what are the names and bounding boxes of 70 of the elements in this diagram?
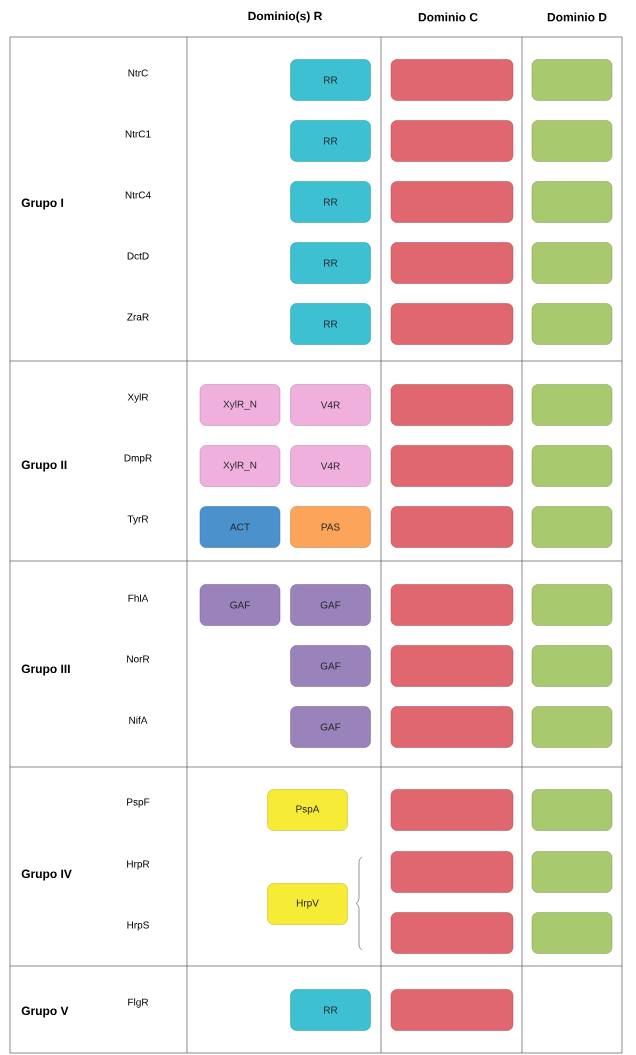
protein-name: HrpR (127, 860, 150, 870)
protein-name: NtrC4 (125, 191, 151, 199)
protein-name: NorR (127, 655, 150, 663)
domain-box: GAF (290, 645, 371, 687)
domain-bar (390, 59, 514, 101)
domain-bar (531, 789, 613, 831)
domain-bar (390, 989, 514, 1031)
domain-bar (531, 445, 613, 487)
protein-name: DmpR (124, 454, 152, 464)
domain-bar (531, 912, 613, 954)
domain-bar (531, 851, 613, 893)
domain-box: RR (290, 303, 371, 345)
domain-box: V4R (290, 445, 371, 487)
domain-box: PspA (267, 789, 348, 831)
domain-box: GAF (290, 584, 371, 626)
group-label: Grupo IV (21, 869, 72, 881)
domain-box: RR (290, 120, 371, 162)
domain-bar (390, 706, 514, 748)
domain-box: RR (290, 59, 371, 101)
group-label: Grupo III (21, 664, 70, 676)
domain-bar (531, 181, 613, 223)
group-label: Grupo I (21, 198, 64, 210)
domain-box: XylR_N (199, 445, 281, 487)
domain-bar (390, 181, 514, 223)
domain-bar (531, 645, 613, 687)
protein-name: DctD (127, 252, 149, 260)
protein-name: TyrR (127, 515, 149, 525)
protein-name: NtrC1 (125, 130, 151, 138)
column-header: Dominio(s) R (248, 11, 323, 23)
domain-box: RR (290, 989, 371, 1031)
domain-box: GAF (290, 706, 371, 748)
domain-box: PAS (290, 506, 371, 548)
domain-bar (531, 584, 613, 626)
domain-bar (531, 506, 613, 548)
domain-bar (390, 912, 514, 954)
domain-bar (390, 584, 514, 626)
domain-bar (390, 851, 514, 893)
domain-bar (390, 506, 514, 548)
domain-bar (390, 120, 514, 162)
protein-name: ZraR (127, 313, 149, 321)
domain-bar (390, 242, 514, 284)
protein-name: NtrC (128, 69, 148, 77)
domain-box: V4R (290, 384, 371, 426)
domain-bar (531, 303, 613, 345)
domain-box: XylR_N (199, 384, 281, 426)
protein-name: XylR (127, 393, 149, 403)
domain-bar (531, 242, 613, 284)
domain-box: GAF (199, 584, 281, 626)
protein-name: PspF (127, 798, 150, 808)
group-label: Grupo II (21, 460, 67, 472)
protein-name: FlgR (128, 998, 149, 1008)
domain-box: ACT (199, 506, 281, 548)
domain-bar (390, 303, 514, 345)
domain-bar (390, 789, 514, 831)
domain-box: RR (290, 181, 371, 223)
domain-bar (531, 120, 613, 162)
protein-name: NifA (129, 716, 148, 724)
domain-box: HrpV (267, 883, 348, 925)
domain-bar (531, 706, 613, 748)
domain-bar (390, 445, 514, 487)
domain-bar (531, 384, 613, 426)
domain-bar (390, 645, 514, 687)
protein-name: FhlA (128, 594, 149, 602)
group-label: Grupo V (21, 1006, 69, 1018)
protein-name: HrpS (127, 921, 149, 931)
column-header: Dominio C (418, 12, 478, 22)
domain-bar (531, 59, 613, 101)
column-header: Dominio D (547, 12, 607, 22)
domain-box: RR (290, 242, 371, 284)
domain-bar (390, 384, 514, 426)
